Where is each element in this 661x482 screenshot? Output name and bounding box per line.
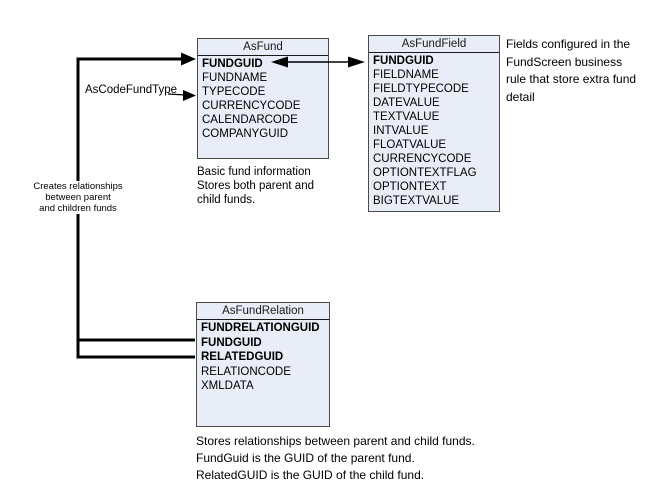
annotation-creates-relationships: Creates relationships between parent and… [20, 181, 136, 214]
table-row: CALENDARCODE [202, 114, 298, 126]
table-row: RELATIONCODE [201, 365, 291, 378]
table-row: CURRENCYCODE [202, 100, 301, 112]
table-row: CURRENCYCODE [373, 153, 472, 165]
table-row: INTVALUE [373, 125, 429, 137]
annotation-relation: Stores relationships between parent and … [196, 434, 475, 482]
annotation-asfund: Basic fund information Stores both paren… [197, 166, 314, 206]
table-row: FUNDNAME [202, 72, 268, 84]
table-row: FIELDTYPECODE [373, 83, 469, 95]
arrowhead-into-typecode [183, 90, 196, 101]
table-row: BIGTEXTVALUE [373, 195, 460, 207]
table-asfundrelation-rows: FUNDRELATIONGUID FUNDGUID RELATEDGUID RE… [197, 320, 329, 394]
table-asfund-rows: FUNDGUID FUNDNAME TYPECODE CURRENCYCODE … [198, 56, 328, 141]
table-row: FUNDRELATIONGUID [201, 322, 320, 334]
table-row: TYPECODE [202, 86, 266, 98]
table-asfundfield: AsFundField FUNDGUID FIELDNAME FIELDTYPE… [368, 35, 500, 212]
table-asfundfield-rows: FUNDGUID FIELDNAME FIELDTYPECODE DATEVAL… [369, 53, 499, 208]
table-asfund: AsFund FUNDGUID FUNDNAME TYPECODE CURREN… [197, 38, 329, 159]
table-row: OPTIONTEXTFLAG [373, 167, 477, 179]
annotation-fundfield: Fields configured in the FundScreen busi… [506, 37, 637, 104]
table-row: COMPANYGUID [202, 128, 289, 140]
table-row: FUNDGUID [202, 58, 263, 70]
table-asfundrelation-title: AsFundRelation [197, 303, 329, 320]
table-asfundfield-title: AsFundField [369, 36, 499, 53]
table-row: DATEVALUE [373, 97, 440, 109]
table-row: OPTIONTEXT [373, 181, 447, 193]
table-row: FUNDGUID [201, 336, 262, 349]
table-row: FIELDNAME [373, 69, 439, 81]
table-row: XMLDATA [201, 380, 254, 392]
label-ascodefundtype: AsCodeFundType [85, 84, 178, 96]
arrowhead-right [348, 56, 365, 68]
arrowhead-into-asfund-fundguid [181, 52, 196, 66]
table-row: RELATEDGUID [201, 351, 284, 363]
table-row: TEXTVALUE [373, 111, 440, 123]
table-row: FLOATVALUE [373, 139, 447, 151]
table-asfundrelation: AsFundRelation FUNDRELATIONGUID FUNDGUID… [196, 302, 330, 427]
table-row: FUNDGUID [373, 55, 434, 67]
table-asfund-title: AsFund [198, 39, 328, 56]
